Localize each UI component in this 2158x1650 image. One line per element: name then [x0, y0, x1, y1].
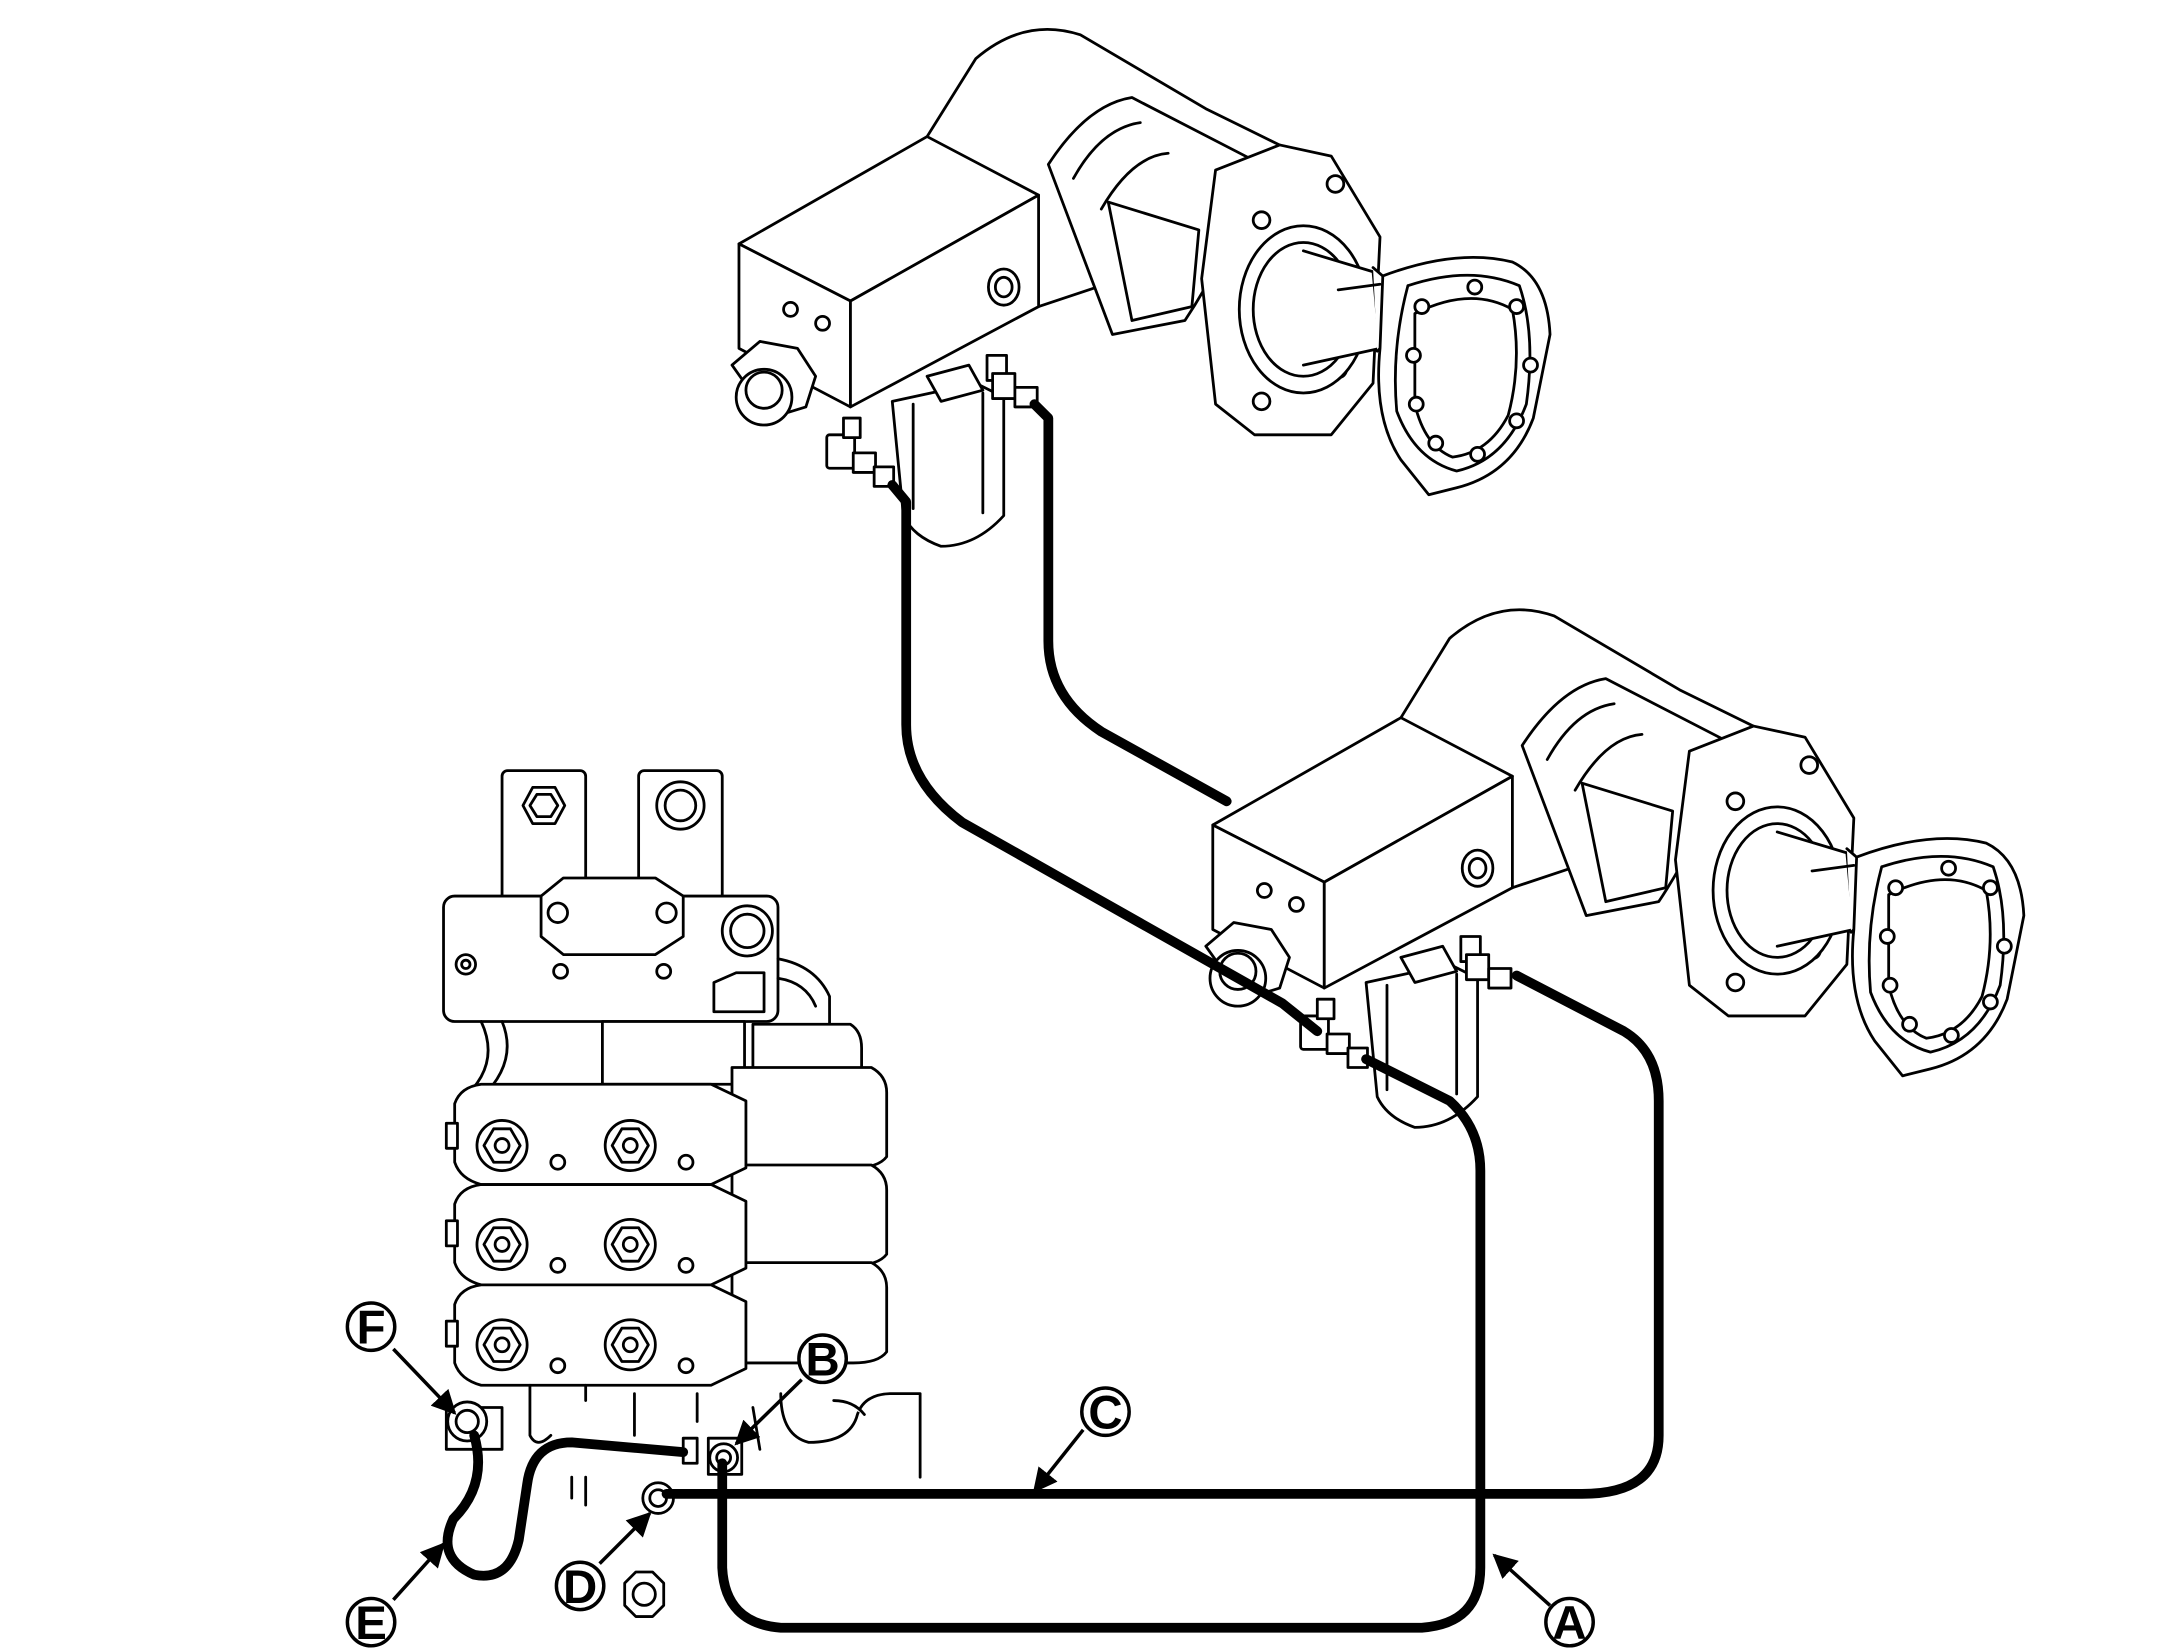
upper-pump-assembly [730, 28, 1552, 548]
callout-f-arrow [392, 1347, 457, 1415]
callout-a-label: A [1552, 1597, 1586, 1650]
callout-a-circle [1544, 1596, 1595, 1648]
callout-d-label: D [563, 1561, 597, 1614]
callout-arrows [392, 1347, 1552, 1607]
callout-c-arrow [1032, 1428, 1085, 1494]
callout-labels: F B C D E A [345, 1301, 1595, 1650]
callout-e-circle [345, 1596, 397, 1648]
hose-a [717, 1054, 1486, 1633]
callout-a-arrow [1492, 1553, 1552, 1607]
callout-d: D [554, 1560, 606, 1614]
hydraulic-hoses [442, 399, 1664, 1633]
control-valve-bank [442, 769, 922, 1618]
callout-b-circle [797, 1333, 849, 1385]
callout-f-label: F [357, 1302, 386, 1355]
callout-c: C [1080, 1386, 1131, 1440]
callout-a: A [1544, 1596, 1595, 1650]
callout-e: E [345, 1596, 397, 1650]
callout-b-arrow [734, 1378, 803, 1446]
callout-f: F [345, 1301, 397, 1355]
hose-upper-pressure [1029, 399, 1232, 807]
callout-b: B [797, 1333, 849, 1387]
callout-c-label: C [1088, 1387, 1122, 1440]
hose-upper-outlet [887, 480, 1323, 1037]
callout-e-label: E [355, 1597, 387, 1650]
callout-b-label: B [805, 1334, 839, 1387]
hose-c [661, 970, 1664, 1499]
callout-e-arrow [392, 1542, 446, 1601]
callout-f-circle [345, 1301, 397, 1353]
lower-pump-assembly [1204, 608, 2026, 1129]
callout-d-circle [554, 1560, 606, 1612]
callout-c-circle [1080, 1386, 1131, 1438]
callout-d-arrow [598, 1511, 652, 1565]
hose-e [442, 1430, 689, 1581]
